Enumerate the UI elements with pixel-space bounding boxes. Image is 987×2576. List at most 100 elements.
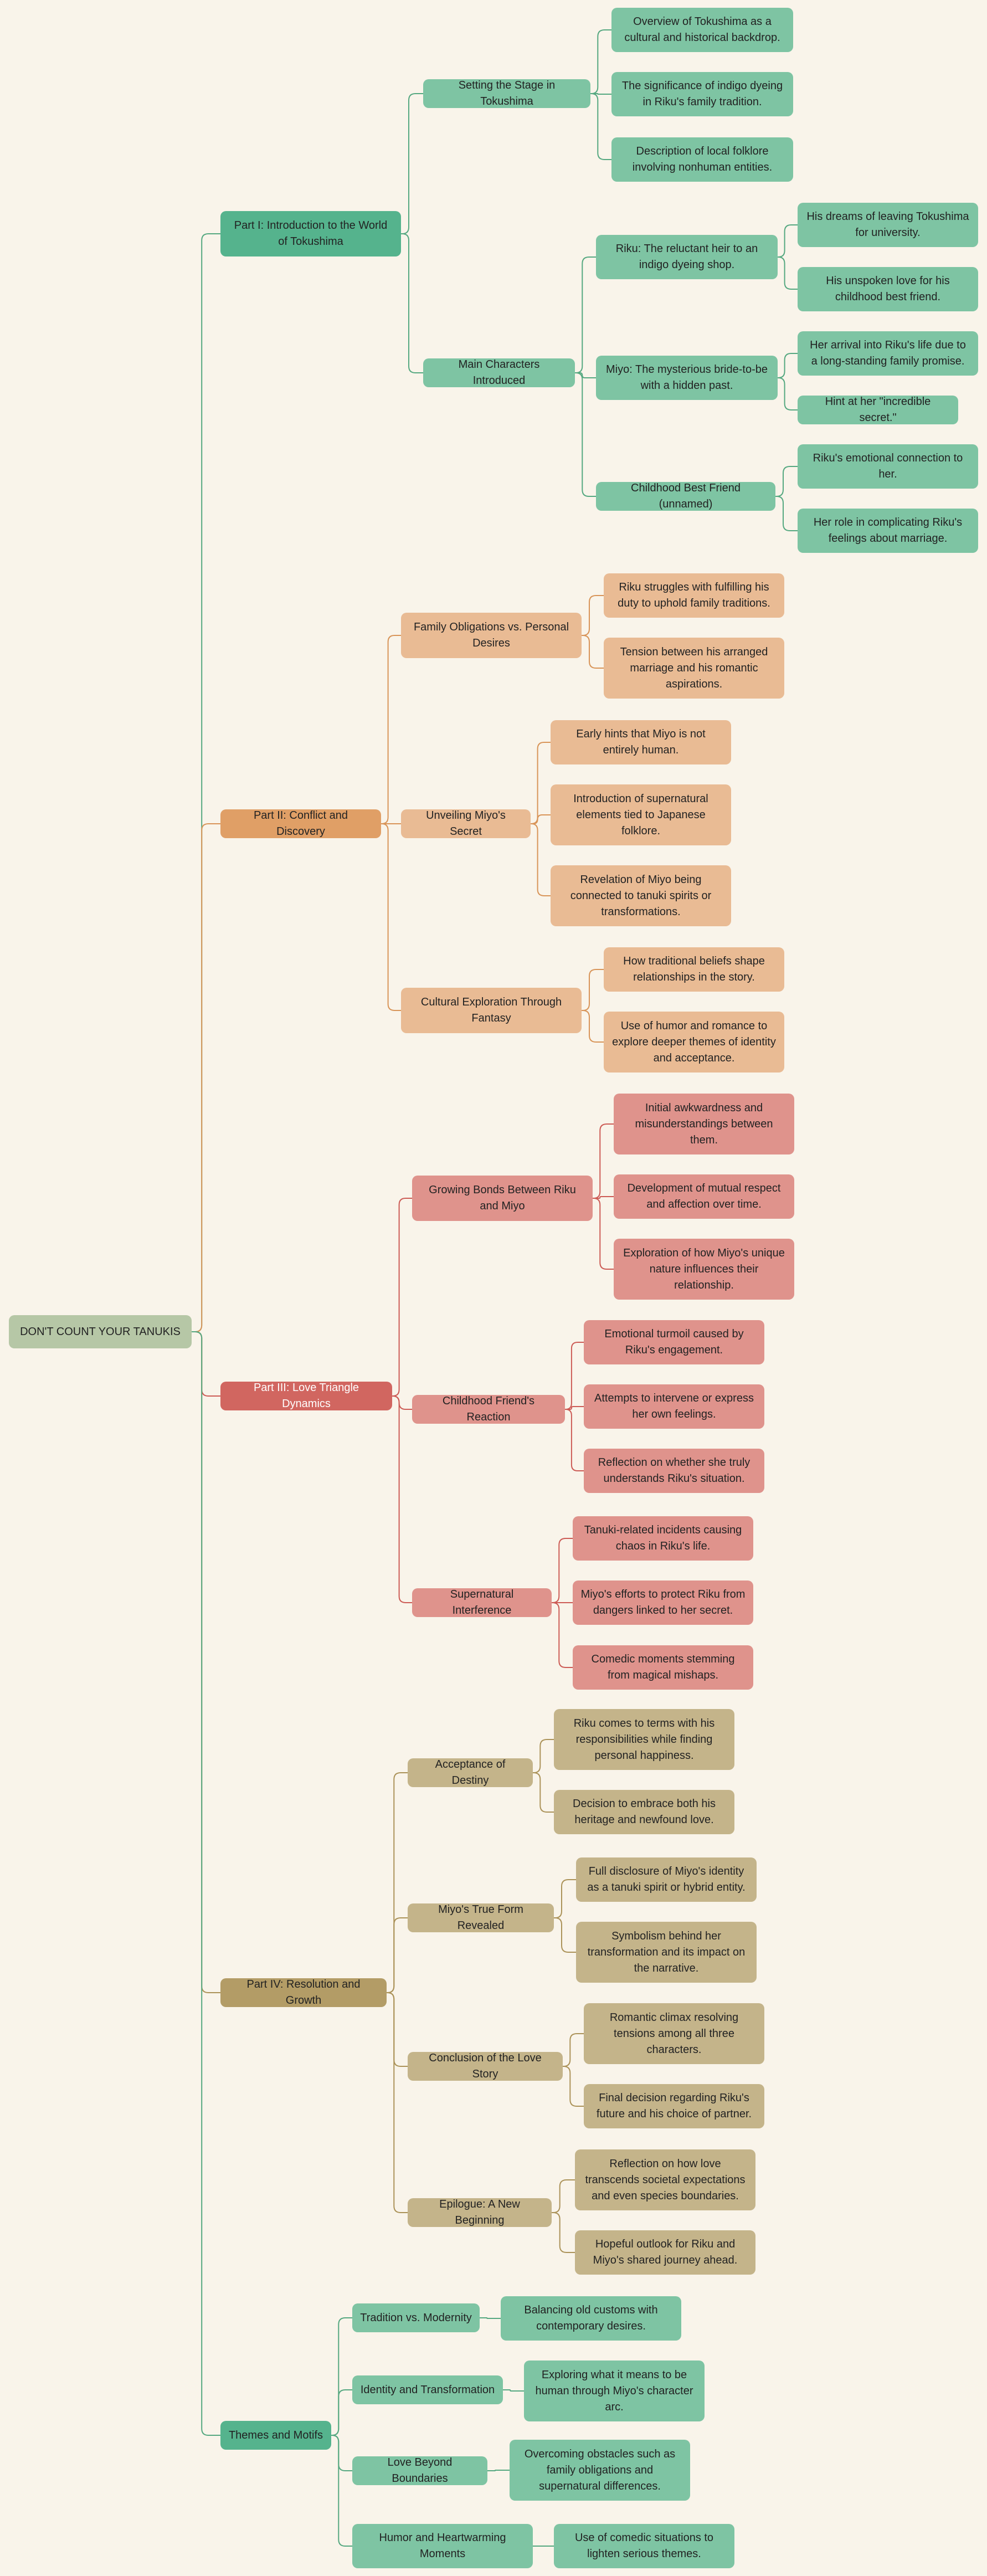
subtopic-node[interactable]: Introduction of supernatural elements ti…	[551, 784, 731, 845]
branch-part-3-love-triangle-label: Part III: Love Triangle Dynamics	[253, 1382, 359, 1410]
branch-part-4-resolution[interactable]: Part IV: Resolution and Growth	[220, 1978, 387, 2007]
subtopic-node[interactable]: Childhood Best Friend (unnamed)	[596, 482, 775, 511]
detail-node-label: Riku's emotional connection to her.	[813, 452, 963, 480]
subtopic-node[interactable]: Miyo: The mysterious bride-to-be with a …	[596, 356, 778, 400]
topic-node[interactable]: Conclusion of the Love Story	[408, 2052, 563, 2081]
subtopic-node[interactable]: Overcoming obstacles such as family obli…	[510, 2440, 690, 2501]
detail-node-label: His unspoken love for his childhood best…	[826, 275, 950, 303]
subtopic-node[interactable]: Riku: The reluctant heir to an indigo dy…	[596, 235, 778, 279]
connector-line	[387, 1992, 408, 2067]
subtopic-node[interactable]: Riku comes to terms with his responsibil…	[554, 1709, 734, 1770]
connector-line	[565, 1409, 584, 1471]
subtopic-node[interactable]: Attempts to intervene or express her own…	[584, 1384, 764, 1429]
subtopic-node[interactable]: Balancing old customs with contemporary …	[501, 2296, 681, 2341]
connector-line	[392, 1395, 412, 1603]
subtopic-node[interactable]: The significance of indigo dyeing in Rik…	[611, 72, 793, 116]
subtopic-node[interactable]: Exploration of how Miyo's unique nature …	[614, 1239, 794, 1300]
connector-line	[531, 814, 551, 824]
subtopic-node-label: Description of local folklore involving …	[632, 145, 773, 173]
detail-node[interactable]: His dreams of leaving Tokushima for univ…	[798, 203, 978, 247]
topic-node[interactable]: Main Characters Introduced	[423, 358, 575, 387]
connector-line	[552, 2212, 575, 2253]
subtopic-node[interactable]: Revelation of Miyo being connected to ta…	[551, 865, 731, 926]
detail-node[interactable]: Her arrival into Riku's life due to a lo…	[798, 331, 978, 376]
subtopic-node[interactable]: Tension between his arranged marriage an…	[604, 638, 784, 699]
topic-node[interactable]: Miyo's True Form Revealed	[408, 1903, 554, 1932]
connector-line	[392, 1395, 412, 1410]
subtopic-node[interactable]: Use of humor and romance to explore deep…	[604, 1012, 784, 1073]
subtopic-node-label: Attempts to intervene or express her own…	[594, 1392, 754, 1420]
connector-line	[575, 372, 596, 497]
connector-line	[552, 2179, 575, 2213]
detail-node[interactable]: Her role in complicating Riku's feelings…	[798, 509, 978, 553]
topic-node-label: Love Beyond Boundaries	[387, 2456, 453, 2485]
subtopic-node[interactable]: Final decision regarding Riku's future a…	[584, 2084, 764, 2128]
topic-node[interactable]: Epilogue: A New Beginning	[408, 2198, 552, 2227]
subtopic-node[interactable]: Miyo's efforts to protect Riku from dang…	[573, 1581, 753, 1625]
connector-root-themes-and-motifs	[192, 1331, 220, 2436]
subtopic-node[interactable]: Reflection on whether she truly understa…	[584, 1449, 764, 1493]
connector-line	[331, 2389, 352, 2436]
subtopic-node[interactable]: Riku struggles with fulfilling his duty …	[604, 573, 784, 618]
subtopic-node[interactable]: Symbolism behind her transformation and …	[576, 1922, 757, 1983]
subtopic-node[interactable]: Description of local folklore involving …	[611, 137, 793, 182]
topic-node[interactable]: Unveiling Miyo's Secret	[401, 809, 531, 838]
subtopic-node-label: Initial awkwardness and misunderstanding…	[635, 1101, 773, 1146]
topic-node-label: Family Obligations vs. Personal Desires	[413, 621, 569, 649]
detail-node[interactable]: His unspoken love for his childhood best…	[798, 267, 978, 311]
branch-part-1-introduction[interactable]: Part I: Introduction to the World of Tok…	[220, 211, 401, 256]
topic-node[interactable]: Humor and Heartwarming Moments	[352, 2524, 533, 2568]
subtopic-node[interactable]: Overview of Tokushima as a cultural and …	[611, 8, 793, 52]
subtopic-node-label: Symbolism behind her transformation and …	[587, 1930, 746, 1974]
topic-node[interactable]: Supernatural Interference	[412, 1588, 552, 1617]
subtopic-node[interactable]: Use of comedic situations to lighten ser…	[554, 2524, 734, 2568]
subtopic-node[interactable]: Tanuki-related incidents causing chaos i…	[573, 1516, 753, 1561]
topic-node[interactable]: Cultural Exploration Through Fantasy	[401, 988, 582, 1033]
topic-node[interactable]: Identity and Transformation	[352, 2375, 503, 2404]
subtopic-node[interactable]: Full disclosure of Miyo's identity as a …	[576, 1857, 757, 1902]
subtopic-node[interactable]: Initial awkwardness and misunderstanding…	[614, 1094, 794, 1154]
subtopic-node[interactable]: Development of mutual respect and affect…	[614, 1174, 794, 1219]
topic-node[interactable]: Love Beyond Boundaries	[352, 2456, 487, 2485]
topic-node[interactable]: Family Obligations vs. Personal Desires	[401, 613, 582, 658]
detail-node-label: Her arrival into Riku's life due to a lo…	[810, 339, 966, 367]
subtopic-node-label: Miyo: The mysterious bride-to-be with a …	[606, 363, 768, 392]
connector-line	[582, 1010, 604, 1043]
subtopic-node[interactable]: Decision to embrace both his heritage an…	[554, 1790, 734, 1834]
subtopic-node[interactable]: Comedic moments stemming from magical mi…	[573, 1645, 753, 1690]
subtopic-node[interactable]: Emotional turmoil caused by Riku's engag…	[584, 1320, 764, 1364]
topic-node-label: Conclusion of the Love Story	[429, 2052, 542, 2080]
connector-line	[590, 93, 611, 160]
subtopic-node[interactable]: How traditional beliefs shape relationsh…	[604, 947, 784, 992]
topic-node[interactable]: Setting the Stage in Tokushima	[423, 79, 590, 108]
subtopic-node[interactable]: Early hints that Miyo is not entirely hu…	[551, 720, 731, 764]
connector-line	[582, 969, 604, 1011]
topic-node[interactable]: Tradition vs. Modernity	[352, 2303, 480, 2332]
connector-line	[575, 372, 596, 378]
topic-node-label: Tradition vs. Modernity	[360, 2311, 472, 2324]
subtopic-node[interactable]: Romantic climax resolving tensions among…	[584, 2003, 764, 2064]
subtopic-node[interactable]: Exploring what it means to be human thro…	[524, 2361, 705, 2421]
subtopic-node[interactable]: Hopeful outlook for Riku and Miyo's shar…	[575, 2230, 755, 2275]
root-node[interactable]: DON'T COUNT YOUR TANUKIS	[9, 1315, 192, 1348]
branch-themes-and-motifs[interactable]: Themes and Motifs	[220, 2421, 331, 2450]
subtopic-node-label: Comedic moments stemming from magical mi…	[591, 1653, 735, 1681]
subtopic-node[interactable]: Reflection on how love transcends societ…	[575, 2149, 755, 2210]
detail-node[interactable]: Riku's emotional connection to her.	[798, 444, 978, 489]
topic-node-label: Growing Bonds Between Riku and Miyo	[429, 1184, 576, 1212]
topic-node[interactable]: Growing Bonds Between Riku and Miyo	[412, 1176, 593, 1221]
connector-line	[590, 29, 611, 94]
subtopic-node-label: Exploration of how Miyo's unique nature …	[623, 1246, 785, 1291]
topic-node-label: Main Characters Introduced	[458, 358, 540, 387]
topic-node[interactable]: Childhood Friend's Reaction	[412, 1395, 565, 1424]
topic-node[interactable]: Acceptance of Destiny	[408, 1758, 533, 1787]
branch-part-3-love-triangle[interactable]: Part III: Love Triangle Dynamics	[220, 1382, 392, 1410]
branch-part-2-conflict[interactable]: Part II: Conflict and Discovery	[220, 809, 381, 838]
subtopic-node-label: Use of humor and romance to explore deep…	[612, 1019, 776, 1064]
detail-node[interactable]: Hint at her "incredible secret."	[798, 396, 958, 424]
connector-line	[778, 353, 798, 378]
topic-node-label: Humor and Heartwarming Moments	[379, 2532, 506, 2560]
topic-node-label: Setting the Stage in Tokushima	[458, 79, 556, 107]
connector-line	[533, 1772, 554, 1813]
